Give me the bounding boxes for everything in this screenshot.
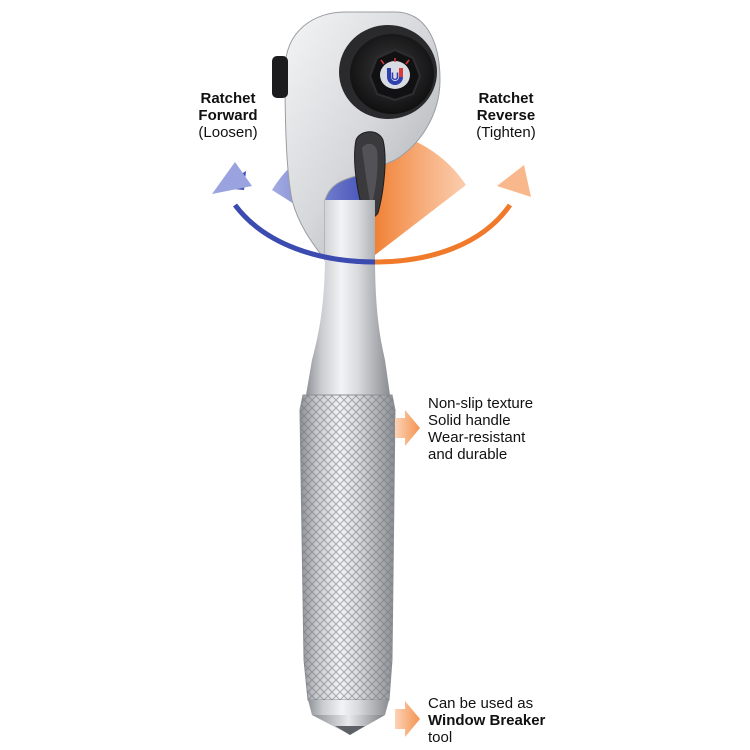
arc-arrow-left-icon <box>212 162 376 265</box>
reverse-subtitle: (Tighten) <box>476 124 536 141</box>
handle-features-list: Non-slip texture Solid handle Wear-resis… <box>428 395 628 463</box>
window-breaker-line1: Can be used as <box>428 695 534 712</box>
forward-title-line1: Ratchet <box>200 90 256 107</box>
socket-logo-text: U <box>391 71 399 83</box>
reverse-title-line1: Ratchet <box>478 90 534 107</box>
forward-subtitle: (Loosen) <box>198 124 258 141</box>
magnetic-socket: U <box>339 25 437 119</box>
arrow-right-block-icon <box>395 410 420 446</box>
window-breaker-tip <box>308 700 389 735</box>
feature-item: Wear-resistant <box>428 429 526 446</box>
forward-label: Ratchet Forward (Loosen) <box>178 90 278 141</box>
arrow-right-block-icon <box>395 701 420 737</box>
reverse-title-line2: Reverse <box>476 107 536 124</box>
window-breaker-line3: tool <box>428 729 453 746</box>
arc-arrow-right-icon <box>374 165 531 265</box>
forward-title-line2: Forward <box>198 107 258 124</box>
feature-item: Solid handle <box>428 412 511 429</box>
reverse-label: Ratchet Reverse (Tighten) <box>456 90 556 141</box>
reverse-direction-fan <box>375 130 466 255</box>
ratchet-neck <box>306 200 390 395</box>
feature-item: Non-slip texture <box>428 395 534 412</box>
horseshoe-magnet-icon <box>380 58 410 85</box>
window-breaker-line2: Window Breaker <box>428 712 546 729</box>
feature-item: and durable <box>428 446 508 463</box>
window-breaker-label: Can be used as Window Breaker tool <box>428 695 628 746</box>
knurled-handle <box>299 394 396 701</box>
